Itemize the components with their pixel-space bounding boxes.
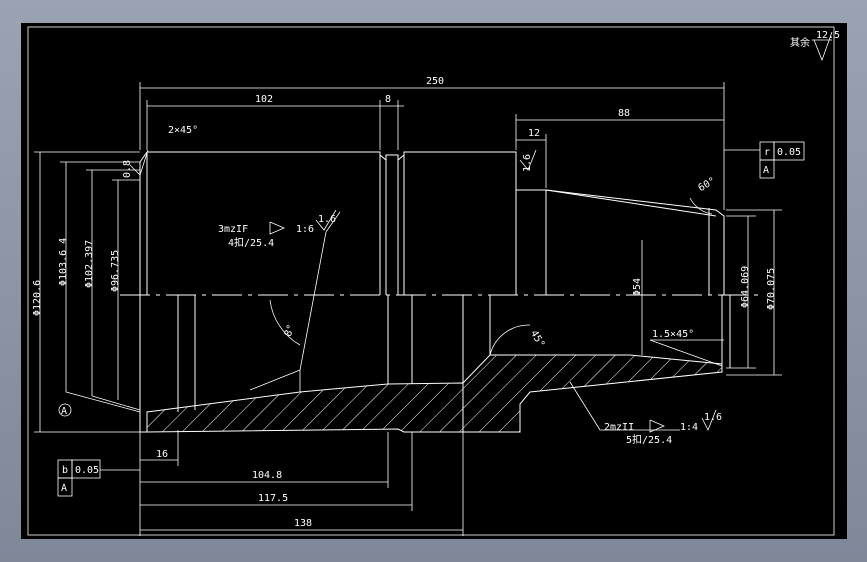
datum-a-label: A: [61, 406, 67, 417]
roughness-right: 1.6: [704, 412, 722, 423]
datum-a-circle: [58, 403, 72, 417]
roughness-top-shoulder: 1.6: [522, 154, 533, 172]
angle-8: 8°: [283, 323, 297, 338]
tol-bottom-symbol: b: [62, 465, 68, 476]
roughness-note: 其余: [790, 36, 810, 49]
tolerance-frame-bottom: [57, 459, 101, 497]
taper-right: 1:4: [680, 422, 698, 433]
tolerance-frame-top: [759, 141, 805, 179]
tol-top-value: 0.05: [777, 147, 801, 158]
roughness-symbols: [129, 31, 833, 433]
upper-outline: [139, 151, 725, 295]
thread-note-left-2: 4扣/25.4: [228, 236, 274, 249]
dim-12: 12: [528, 128, 540, 139]
tol-bottom-datum: A: [61, 483, 67, 494]
tol-top-datum: A: [763, 165, 769, 176]
tol-top-symbol: r: [764, 147, 770, 158]
dim-16: 16: [156, 449, 168, 460]
roughness-left: 0.8: [122, 160, 133, 178]
chamfer-left: 2×45°: [168, 125, 198, 136]
taper-left: 1:6: [296, 224, 314, 235]
tol-bottom-value: 0.05: [75, 465, 99, 476]
diameter-103: Φ103.6 4: [58, 238, 69, 286]
dim-138: 138: [294, 518, 312, 529]
drawing-sheet: [21, 23, 847, 539]
dim-overall-length: 250: [426, 76, 444, 87]
roughness-mid: 1.6: [318, 214, 336, 225]
thread-note-right-2: 5扣/25.4: [626, 433, 672, 446]
diameter-54: Φ54: [632, 278, 643, 296]
dim-104-8: 104.8: [252, 470, 282, 481]
roughness-note-value: 12.5: [816, 30, 840, 41]
thread-note-left-1: 3mzIF: [218, 224, 248, 235]
diameter-102: Φ102.397: [84, 240, 95, 288]
diameter-120-6: Φ120.6: [32, 280, 43, 316]
dim-top-left: 102: [255, 94, 273, 105]
dimension-lines: [34, 82, 782, 536]
chamfer-right: 1.5×45°: [652, 329, 694, 340]
diameter-64: Φ64.069: [740, 266, 751, 308]
dim-groove: 8: [385, 94, 391, 105]
thread-note-right-1: 2mzII: [604, 422, 634, 433]
drawing-frame: [27, 26, 835, 536]
diameter-70: Φ70.075: [766, 268, 777, 310]
dim-117-5: 117.5: [258, 493, 288, 504]
diameter-96: Φ96.735: [110, 250, 121, 292]
dim-taper-length: 88: [618, 108, 630, 119]
